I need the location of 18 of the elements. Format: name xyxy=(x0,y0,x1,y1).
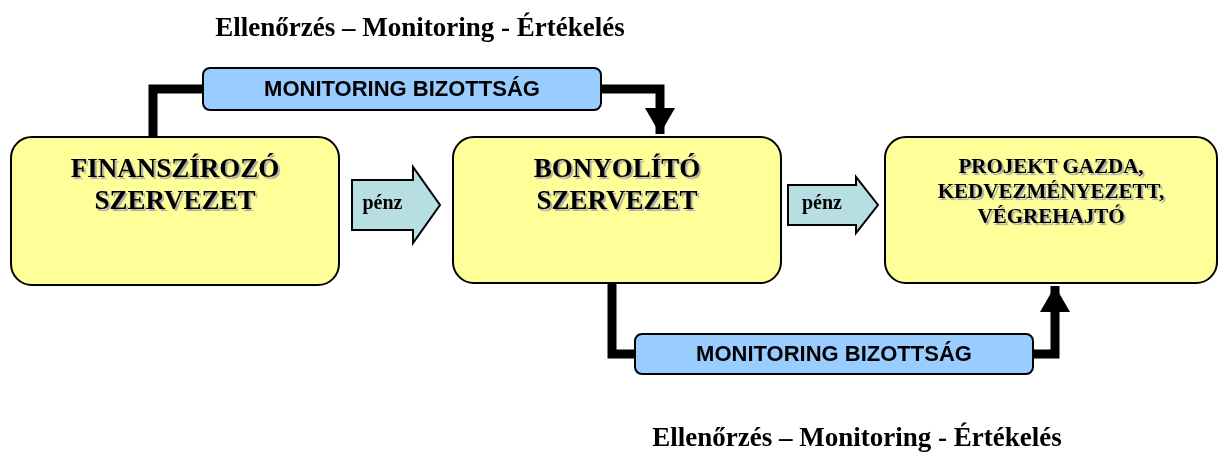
committee-box xyxy=(634,333,1034,375)
connector-arrow xyxy=(602,84,675,134)
heading-text: Ellenőrzés – Monitoring - Értékelés xyxy=(651,422,1063,453)
block-arrow xyxy=(787,174,880,236)
connector-arrow xyxy=(1034,286,1070,359)
committee-box xyxy=(202,67,602,111)
organization-name: PROJEKT GAZDA, KEDVEZMÉNYEZETT, VÉGREHAJTÓ xyxy=(936,154,1166,230)
heading-text: Ellenőrzés – Monitoring - Értékelés xyxy=(214,12,626,43)
edge-label: pénz xyxy=(801,191,843,214)
committee-name: MONITORING BIZOTTSÁG xyxy=(263,75,541,103)
edge-label: pénz xyxy=(361,191,404,214)
organization-name: FINANSZÍROZÓ SZERVEZET xyxy=(69,152,281,217)
organization-box xyxy=(884,136,1218,284)
organization-box xyxy=(10,136,340,286)
block-arrow xyxy=(351,163,442,247)
organization-name: BONYOLÍTÓ SZERVEZET xyxy=(532,152,702,217)
organization-box xyxy=(452,136,782,284)
committee-name: MONITORING BIZOTTSÁG xyxy=(695,340,973,368)
